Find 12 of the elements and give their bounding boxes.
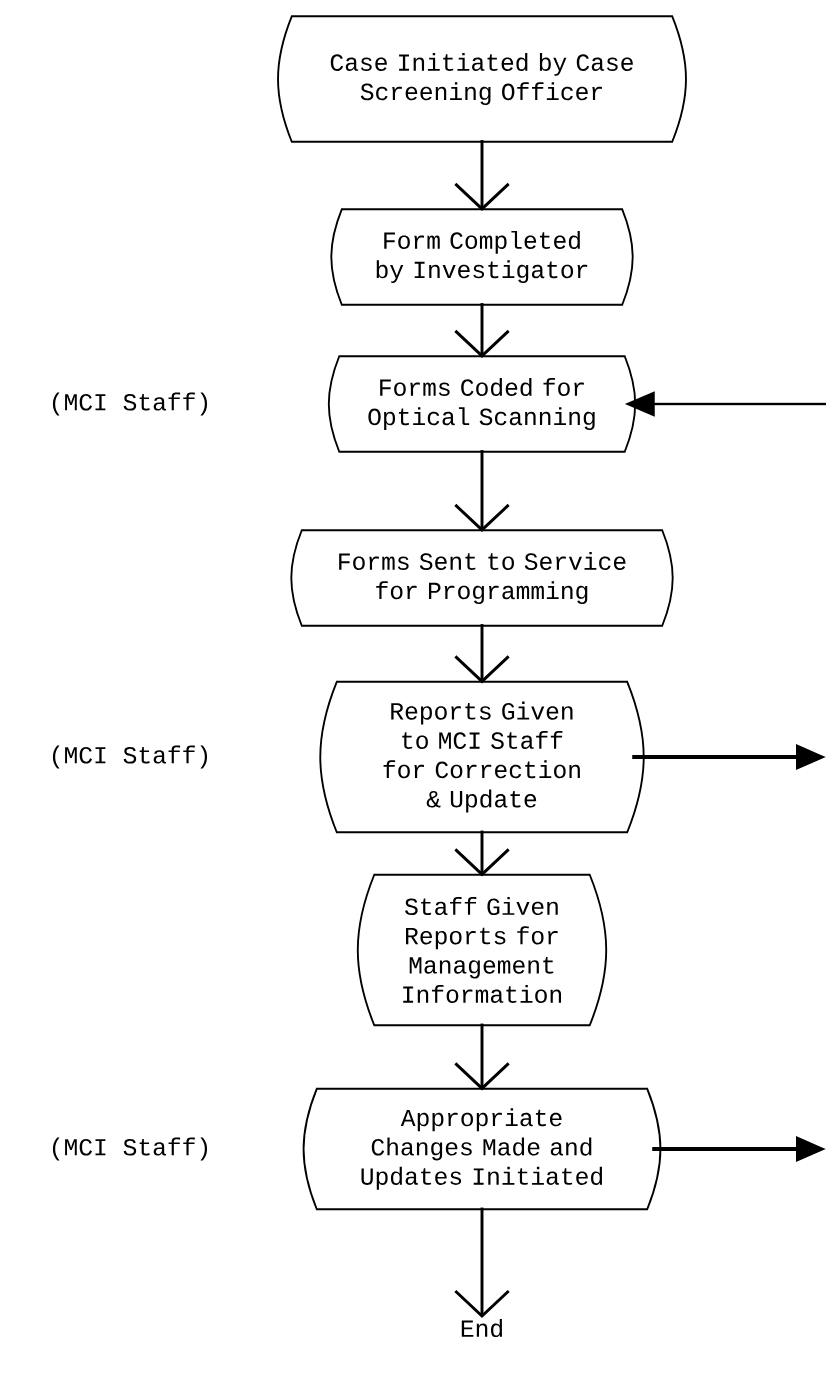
arrow <box>454 1207 510 1319</box>
side-note: (MCI Staff) <box>52 392 208 416</box>
process-box: Reports Given to MCI Staff for Correction & Update <box>319 680 645 834</box>
end-label: End <box>461 1318 502 1338</box>
process-box: Case Initiated by Case Screening Officer <box>277 15 687 143</box>
process-box: Staff Given Reports for Management Information <box>356 873 608 1027</box>
process-box: Appropriate Changes Made and Updates Initiated <box>302 1087 662 1211</box>
side-note: (MCI Staff) <box>52 745 208 769</box>
process-box: Forms Sent to Service for Programming <box>290 529 674 627</box>
process-box: Form Completed by Investigator <box>330 208 634 306</box>
side-note: (MCI Staff) <box>52 1137 208 1161</box>
process-box: Forms Coded for Optical Scanning <box>327 355 637 453</box>
